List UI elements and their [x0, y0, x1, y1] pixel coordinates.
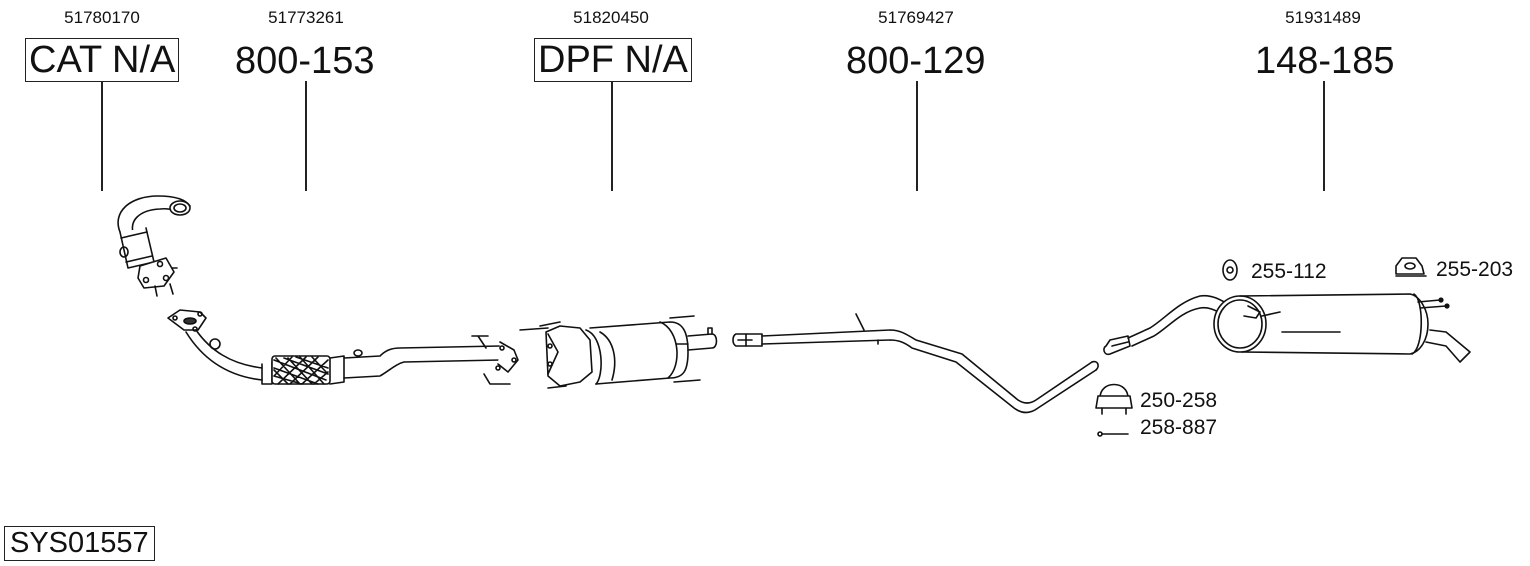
ref-rear-silencer[interactable]: 148-185 — [1255, 40, 1395, 82]
oe-number-rear-silencer: 51931489 — [1285, 8, 1361, 27]
front-pipe-drawing[interactable] — [167, 309, 519, 385]
system-code-label: SYS01557 — [4, 526, 155, 561]
bolt-icon — [1097, 431, 1129, 437]
leader-line-rear-silencer — [1323, 81, 1325, 191]
dpf-drawing[interactable] — [519, 315, 718, 389]
ref-front-pipe[interactable]: 800-153 — [235, 40, 375, 82]
rubber-mount-icon — [1222, 259, 1238, 281]
accessory-ref-250-258[interactable]: 250-258 — [1140, 389, 1218, 412]
catalytic-converter-drawing[interactable] — [117, 195, 191, 297]
leader-line-dpf — [611, 81, 613, 191]
hanger-bracket-icon — [1395, 257, 1427, 277]
accessory-ref-255-112[interactable]: 255-112 — [1251, 260, 1327, 283]
leader-line-middle-pipe — [916, 81, 918, 191]
oe-number-front-pipe: 51773261 — [268, 8, 344, 27]
ref-middle-pipe[interactable]: 800-129 — [846, 40, 986, 82]
leader-line-cat — [101, 81, 103, 191]
ref-cat[interactable]: CAT N/A — [25, 38, 180, 82]
middle-pipe-drawing[interactable] — [732, 313, 1099, 414]
oe-number-middle-pipe: 51769427 — [878, 8, 954, 27]
rear-silencer-drawing[interactable] — [1103, 293, 1471, 363]
u-clamp-icon — [1095, 383, 1133, 415]
accessory-ref-258-887[interactable]: 258-887 — [1140, 416, 1218, 439]
oe-number-cat: 51780170 — [64, 8, 140, 27]
leader-line-front-pipe — [305, 81, 307, 191]
oe-number-dpf: 51820450 — [573, 8, 649, 27]
accessory-ref-255-203[interactable]: 255-203 — [1436, 258, 1514, 281]
ref-dpf[interactable]: DPF N/A — [534, 38, 692, 82]
